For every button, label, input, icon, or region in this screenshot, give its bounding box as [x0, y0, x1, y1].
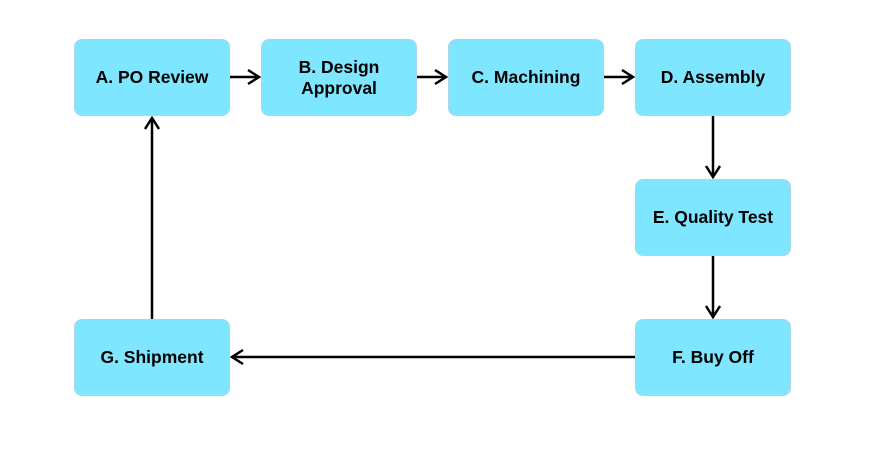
arrowhead-g-to-a: [143, 115, 161, 130]
node-buy-off-label: F. Buy Off: [672, 347, 754, 367]
node-machining-label: C. Machining: [471, 67, 581, 87]
arrowhead-b-to-c: [434, 68, 449, 86]
node-assembly-label: D. Assembly: [660, 67, 766, 87]
node-machining: C. Machining: [448, 39, 604, 116]
node-design-approval: B. Design Approval: [261, 39, 417, 116]
node-quality-test: E. Quality Test: [635, 179, 791, 256]
node-quality-test-label: E. Quality Test: [652, 207, 774, 227]
node-po-review-label: A. PO Review: [95, 67, 209, 87]
node-shipment-label: G. Shipment: [100, 347, 204, 367]
node-shipment: G. Shipment: [74, 319, 230, 396]
node-buy-off: F. Buy Off: [635, 319, 791, 396]
arrowhead-a-to-b: [247, 68, 262, 86]
arrowhead-c-to-d: [621, 68, 636, 86]
arrowhead-e-to-f: [704, 305, 722, 320]
arrowhead-f-to-g: [229, 348, 244, 366]
node-design-approval-label: B. Design Approval: [298, 56, 380, 98]
node-po-review: A. PO Review: [74, 39, 230, 116]
arrowhead-d-to-e: [704, 165, 722, 180]
node-assembly: D. Assembly: [635, 39, 791, 116]
